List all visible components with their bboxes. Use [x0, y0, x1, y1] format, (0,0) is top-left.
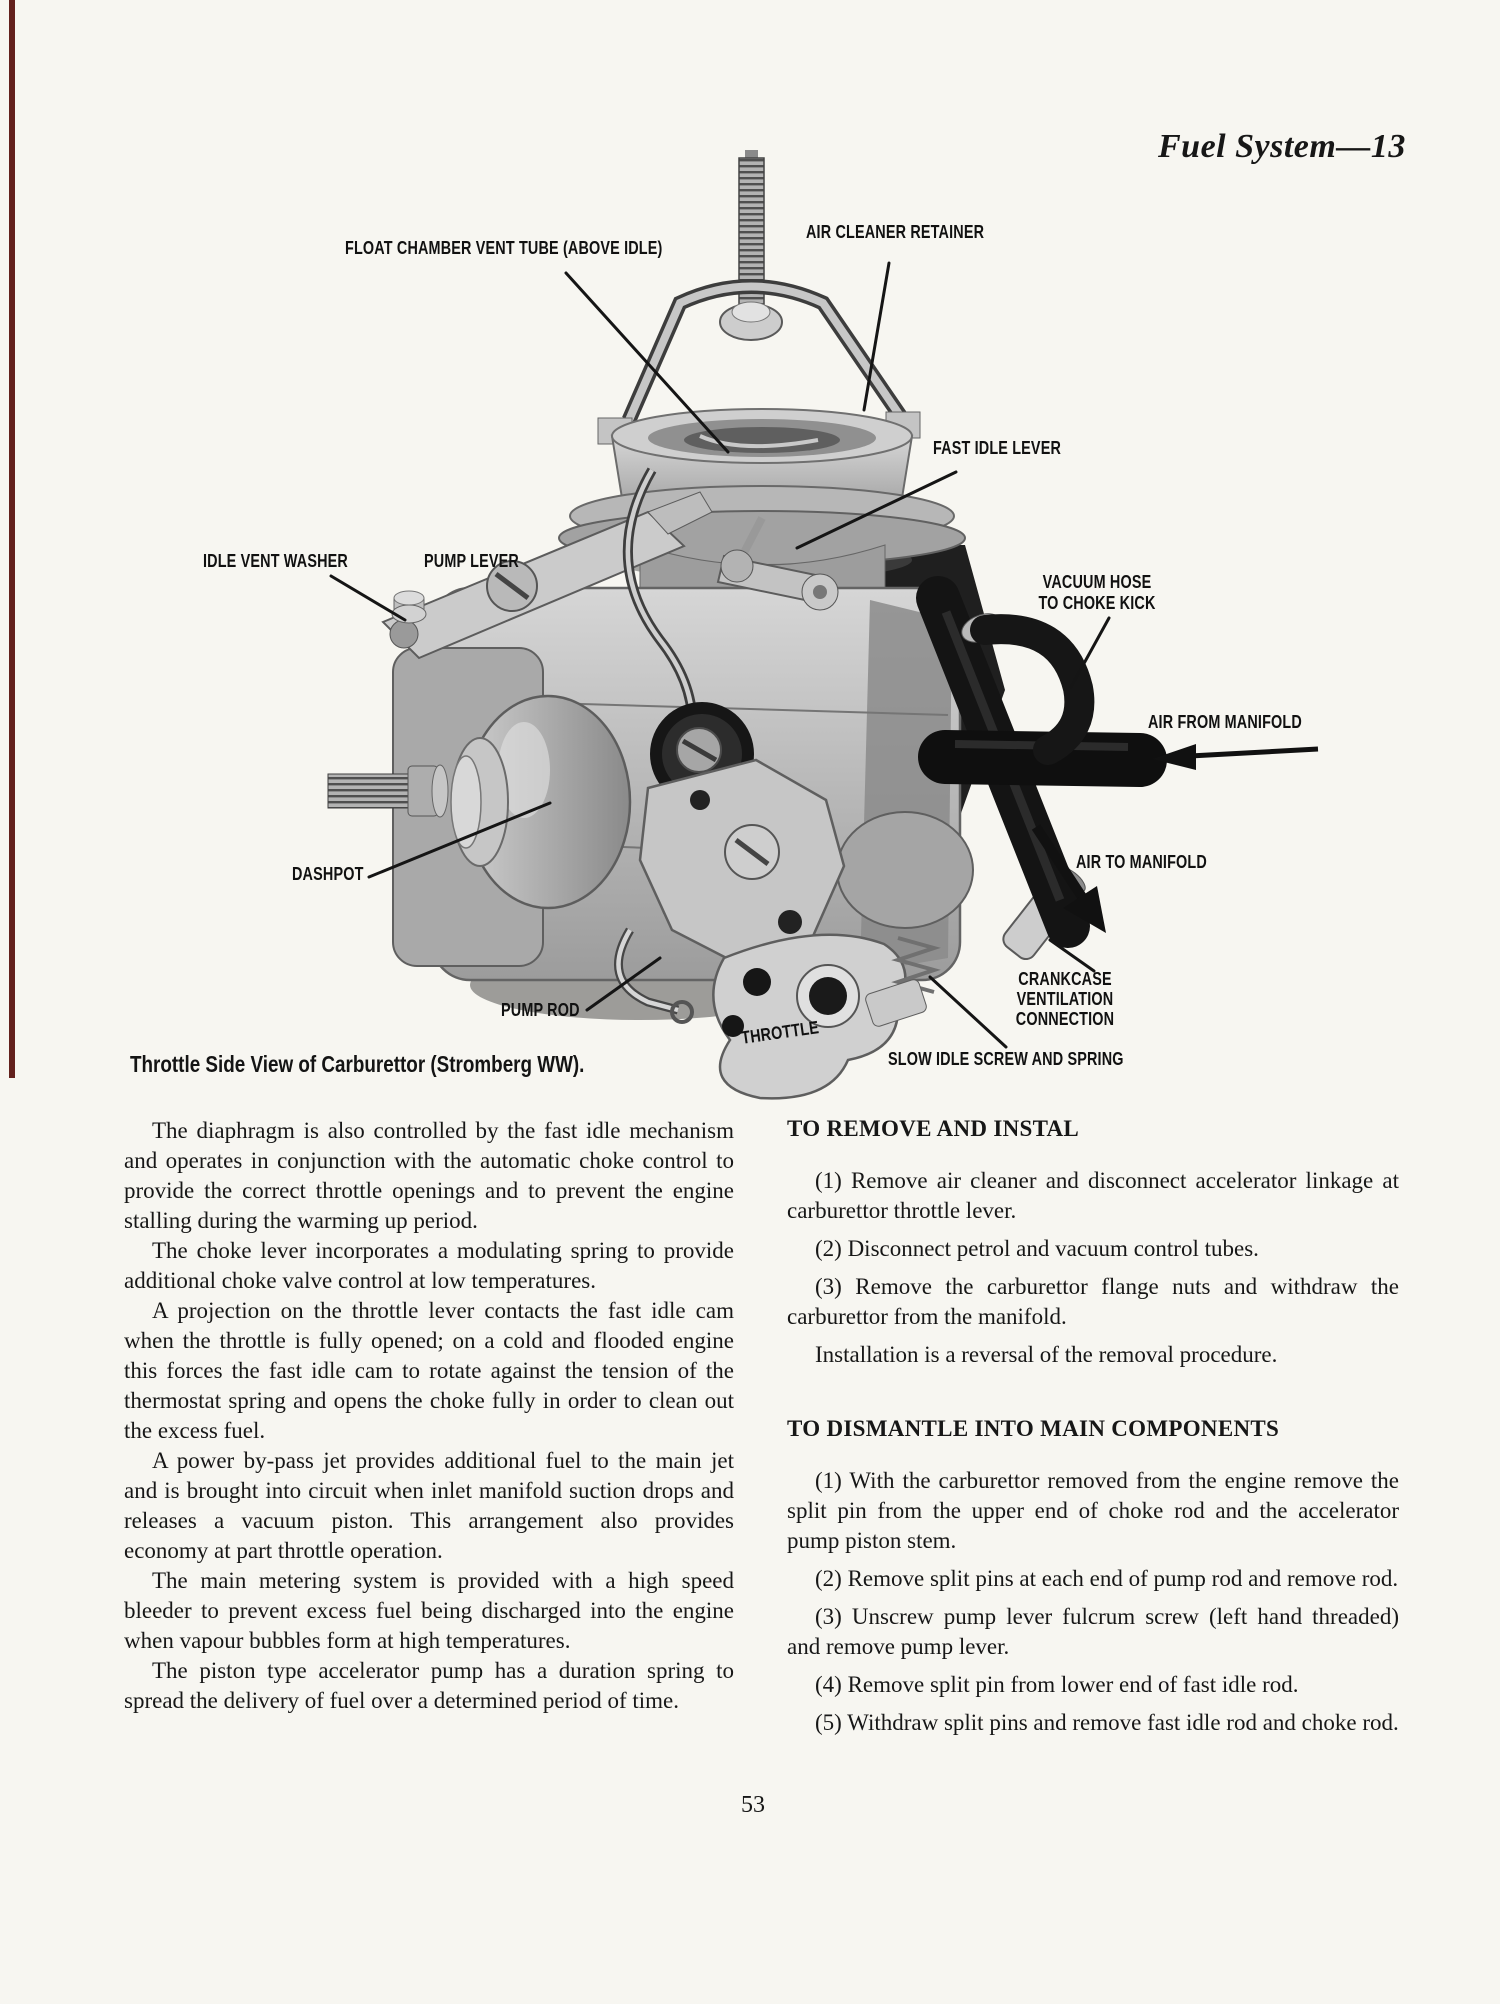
air-from-manifold-arrow [1152, 744, 1319, 770]
air-cleaner-stud [719, 150, 783, 341]
fast-idle-lever-part [716, 516, 839, 611]
label-crankcase-line2: CONNECTION [1015, 1009, 1115, 1029]
procedure-step: (3) Remove the carburettor flange nuts a… [787, 1274, 1399, 1329]
procedure-step: (3) Unscrew pump lever fulcrum screw (le… [787, 1604, 1399, 1659]
label-dashpot: DASHPOT [292, 864, 364, 884]
slow-idle-spring [865, 936, 941, 1027]
paragraph: The choke lever incorporates a modulatin… [124, 1238, 734, 1293]
paragraph: A projection on the throttle lever conta… [124, 1298, 734, 1443]
retainer-bail [622, 279, 910, 425]
label-pump-lever: PUMP LEVER [424, 551, 519, 571]
procedure-step: (5) Withdraw split pins and remove fast … [815, 1710, 1399, 1735]
procedure-step: (1) With the carburettor removed from th… [787, 1468, 1399, 1553]
procedure-step: (2) Remove split pins at each end of pum… [815, 1566, 1399, 1591]
label-pump-rod: PUMP ROD [501, 1000, 580, 1020]
right-column: TO REMOVE AND INSTAL (1) Remove air clea… [787, 1116, 1399, 1746]
label-vacuum-hose-line1: VACUUM HOSE [1042, 572, 1152, 592]
pump-rod-part [613, 927, 694, 1024]
page-title: Fuel System—13 [1158, 128, 1406, 165]
label-slow-idle-screw: SLOW IDLE SCREW AND SPRING [888, 1049, 1124, 1069]
spine-shadow-line [9, 0, 15, 1078]
figure-caption: Throttle Side View of Carburettor (Strom… [130, 1051, 585, 1077]
procedure-step: (2) Disconnect petrol and vacuum control… [815, 1236, 1259, 1261]
paragraph: The diaphragm is also controlled by the … [124, 1118, 734, 1233]
procedure-step: Installation is a reversal of the remova… [815, 1342, 1278, 1367]
carburettor-illustration [327, 150, 1319, 1100]
label-vacuum-hose-line2: TO CHOKE KICK [1038, 593, 1156, 613]
paragraph: The piston type accelerator pump has a d… [124, 1658, 734, 1713]
label-float-chamber-vent-tube: FLOAT CHAMBER VENT TUBE (ABOVE IDLE) [345, 238, 663, 258]
label-vacuum-hose: VACUUM HOSE TO CHOKE KICK [1021, 572, 1173, 614]
procedure-step: (1) Remove air cleaner and disconnect ac… [787, 1168, 1399, 1223]
procedure-step: (4) Remove split pin from lower end of f… [815, 1672, 1299, 1697]
paragraph: The main metering system is provided wit… [124, 1568, 734, 1653]
section-heading-dismantle: TO DISMANTLE INTO MAIN COMPONENTS [787, 1416, 1280, 1441]
throttle-plate [712, 933, 907, 1100]
callout-lines [329, 261, 1111, 1049]
label-air-cleaner-retainer: AIR CLEANER RETAINER [806, 222, 985, 242]
label-crankcase-line1: CRANKCASE VENTILATION [1016, 969, 1114, 1009]
pump-lever-part [381, 491, 713, 660]
air-to-manifold-arrow [1031, 824, 1106, 933]
fast-idle-cam-bracket [638, 758, 846, 968]
label-idle-vent-washer: IDLE VENT WASHER [203, 551, 348, 571]
page-number: 53 [741, 1792, 765, 1818]
hoses [916, 576, 1167, 948]
section-heading-remove-instal: TO REMOVE AND INSTAL [787, 1116, 1080, 1141]
paragraph: A power by-pass jet provides additional … [124, 1448, 734, 1563]
label-air-from-manifold: AIR FROM MANIFOLD [1148, 712, 1302, 732]
label-air-to-manifold: AIR TO MANIFOLD [1076, 852, 1207, 872]
left-column: The diaphragm is also controlled by the … [124, 1116, 734, 1716]
label-crankcase-ventilation: CRANKCASE VENTILATION CONNECTION [973, 969, 1157, 1029]
dashpot-part [327, 694, 632, 910]
label-fast-idle-lever: FAST IDLE LEVER [933, 438, 1062, 458]
